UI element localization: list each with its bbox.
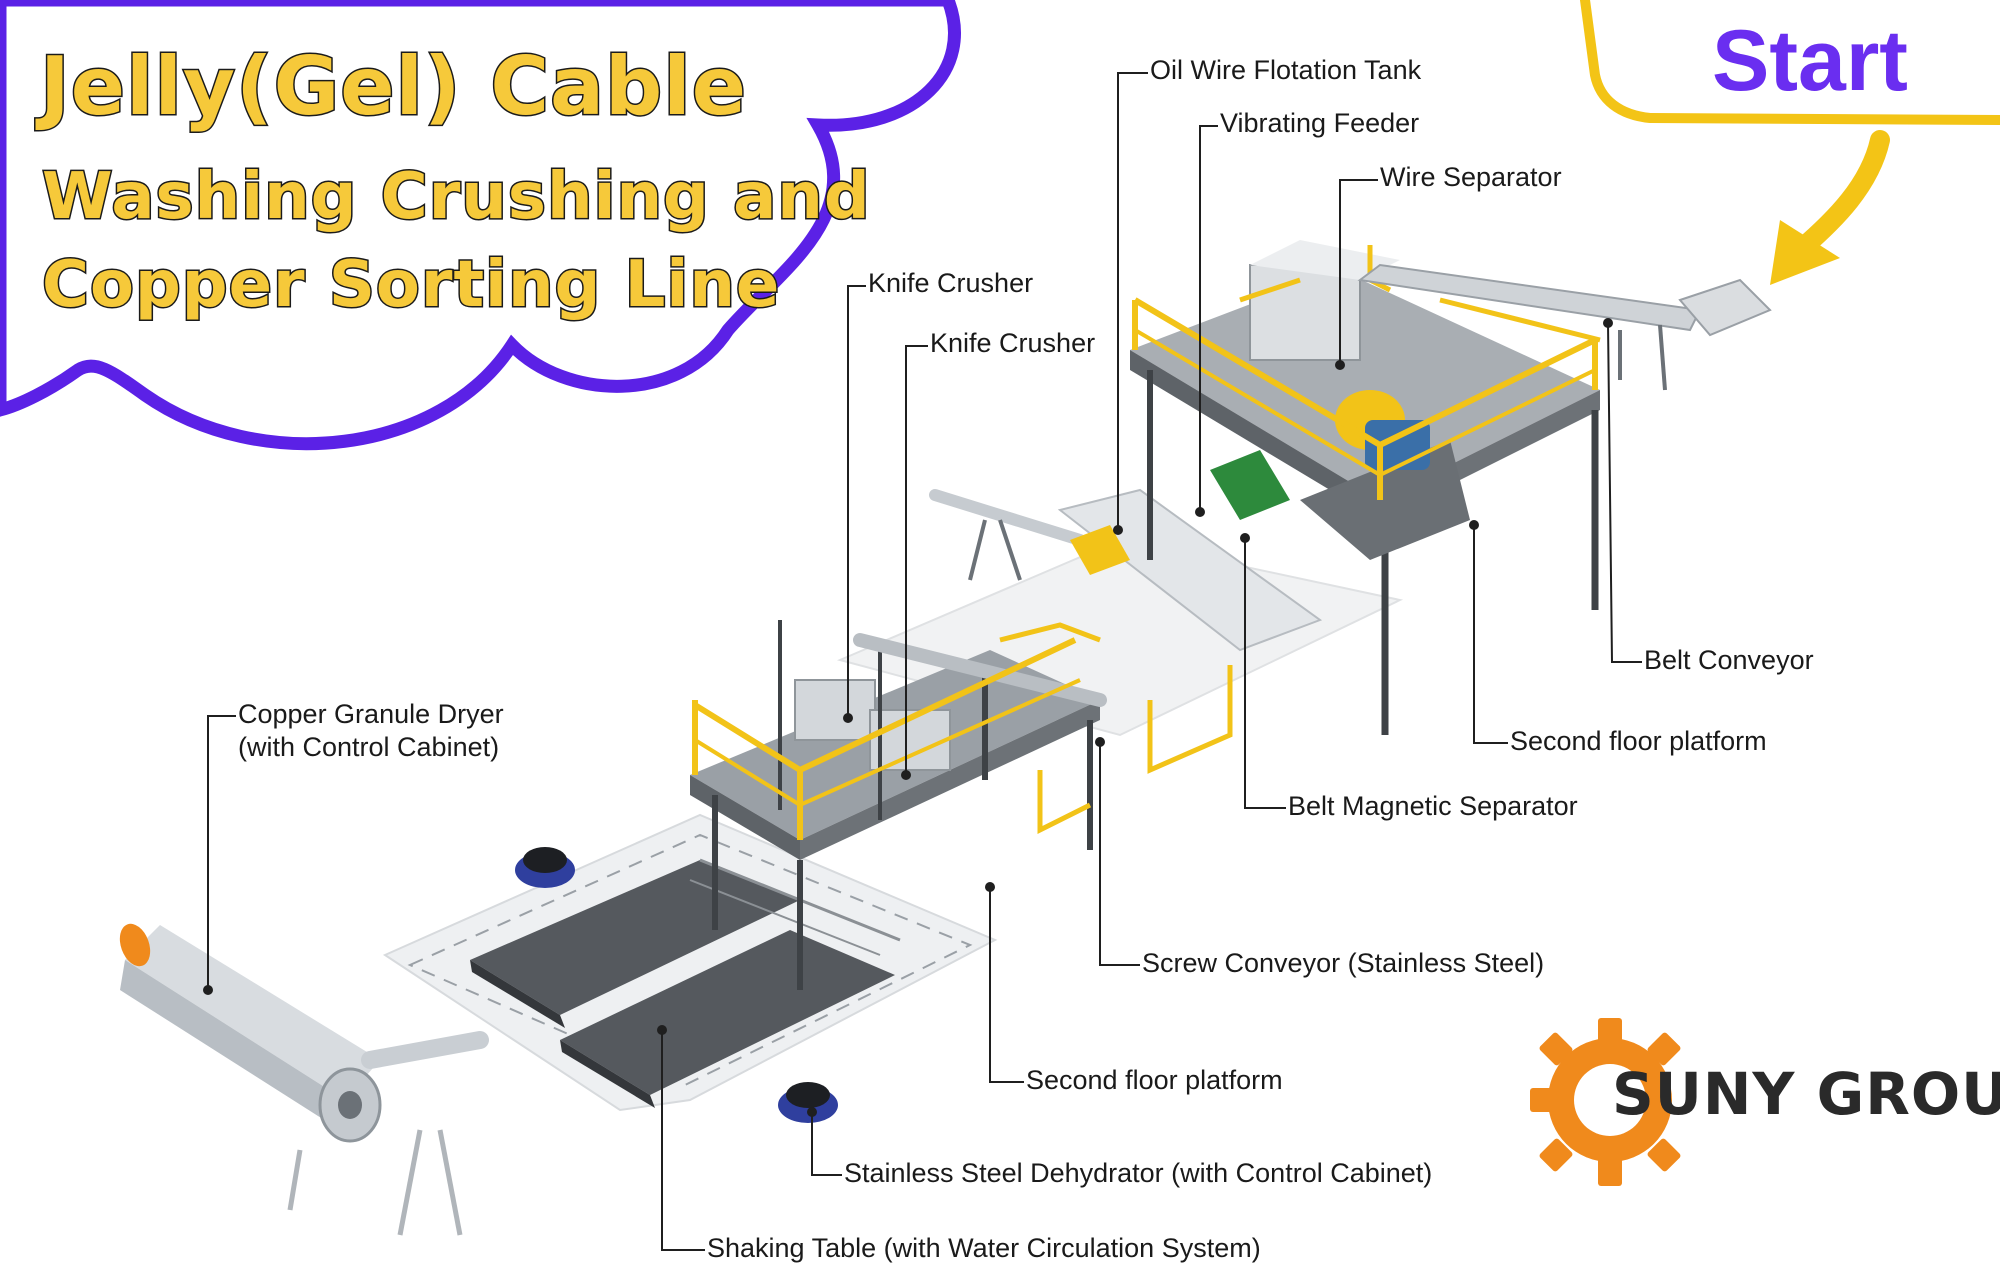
leader-dots [203,318,1613,1117]
label-knife-crusher-2: Knife Crusher [930,328,1096,358]
connecting-conveyor-illustration [929,488,1323,652]
leader-shaking-table [661,1030,705,1251]
upper-platform-illustration [1130,240,1601,735]
label-stainless-steel-dehydrator: Stainless Steel Dehydrator (with Control… [844,1158,1433,1188]
leader-oil-wire-flotation-tank [1117,72,1148,530]
label-knife-crusher-1: Knife Crusher [868,268,1034,298]
label-copper-granule-dryer: Copper Granule Dryer [238,699,504,729]
leader-copper-granule-dryer [207,715,236,990]
lower-platform-illustration [690,620,1233,990]
dehydrator-illustration [515,847,838,1123]
belt-conveyor-illustration [1357,263,1772,391]
title-line-3: Copper Sorting Line [40,247,781,324]
label-belt-magnetic-separator: Belt Magnetic Separator [1288,791,1578,821]
label-shaking-table: Shaking Table (with Water Circulation Sy… [707,1233,1261,1263]
arrow-down-left-icon [1770,220,1840,285]
label-vibrating-feeder: Vibrating Feeder [1220,108,1420,138]
label-second-floor-platform-upper: Second floor platform [1510,726,1767,756]
leader-second-floor-platform-lower [989,887,1024,1083]
label-wire-separator: Wire Separator [1380,162,1562,192]
label-copper-granule-dryer-sub: (with Control Cabinet) [238,732,500,762]
leader-vibrating-feeder [1199,125,1218,512]
start-frame [1580,0,2000,125]
label-belt-conveyor: Belt Conveyor [1644,645,1814,675]
leader-knife-crusher-1 [847,285,866,718]
leader-second-floor-platform-upper [1473,525,1508,744]
title-line-2: Washing Crushing and [41,159,872,236]
leader-belt-conveyor [1607,322,1642,663]
leader-screw-conveyor [1099,742,1140,966]
start-arrow [1790,130,1890,260]
title-line-1: Jelly(Gel) Cable [39,39,748,135]
dryer-illustration [119,923,489,1236]
title-cloud [0,0,961,451]
gear-logo-icon [1530,1018,1681,1186]
label-second-floor-platform-lower: Second floor platform [1026,1065,1283,1095]
start-label: Start [1712,13,1908,109]
leader-stainless-steel-dehydrator [811,1112,842,1176]
brand-name: SUNY GROUP [1612,1060,2000,1128]
label-screw-conveyor: Screw Conveyor (Stainless Steel) [1142,948,1545,978]
leader-belt-magnetic-separator [1244,538,1286,809]
leader-lines [207,72,1642,1251]
leader-wire-separator [1339,179,1378,365]
leader-knife-crusher-2 [905,345,928,775]
label-oil-wire-flotation-tank: Oil Wire Flotation Tank [1150,55,1422,85]
